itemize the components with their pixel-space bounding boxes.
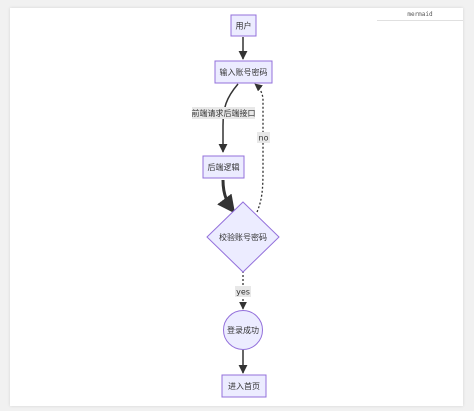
node-enter-home[interactable]: 进入首页 xyxy=(221,374,267,398)
mermaid-badge: mermaid xyxy=(377,8,463,21)
svg-text:校验账号密码: 校验账号密码 xyxy=(219,232,267,242)
svg-text:no: no xyxy=(259,134,269,143)
svg-text:后端逻辑: 后端逻辑 xyxy=(208,162,240,172)
edge-input-to-backend xyxy=(218,83,239,153)
node-backend-logic[interactable]: 后端逻辑 xyxy=(202,155,245,179)
edge-label-frontend-request: 前端请求后端接口 xyxy=(192,107,256,119)
node-input-credentials[interactable]: 输入账号密码 xyxy=(214,60,273,84)
node-login-success[interactable]: 登录成功 xyxy=(223,310,263,350)
svg-text:进入首页: 进入首页 xyxy=(228,381,260,391)
edge-backend-to-verify xyxy=(217,179,236,214)
edge-label-yes: yes xyxy=(235,286,251,297)
svg-text:yes: yes xyxy=(236,288,250,297)
svg-text:登录成功: 登录成功 xyxy=(227,325,259,335)
edge-label-no: no xyxy=(257,132,270,143)
svg-text:前端请求后端接口: 前端请求后端接口 xyxy=(192,108,256,118)
svg-text:输入账号密码: 输入账号密码 xyxy=(220,67,268,77)
svg-text:用户: 用户 xyxy=(236,21,252,31)
edge-verify-to-input-no xyxy=(254,83,264,213)
node-verify-credentials[interactable]: 校验账号密码 xyxy=(206,201,280,273)
node-user[interactable]: 用户 xyxy=(230,14,257,37)
